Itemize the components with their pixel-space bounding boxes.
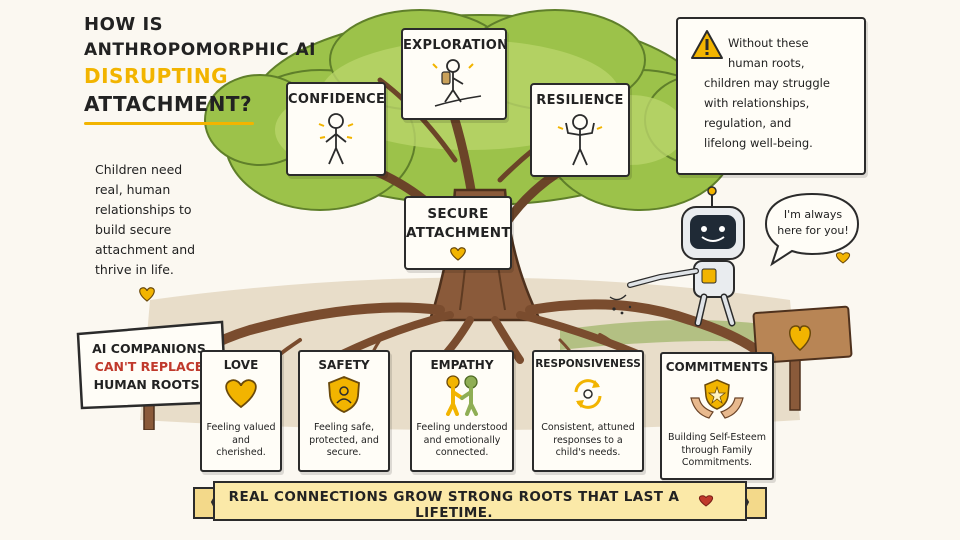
root-desc-line: child's needs. [555,447,621,458]
root-card-safety: SAFETY Feeling safe, protected, and secu… [298,350,390,472]
warning-line: human roots, [728,56,805,70]
root-title: COMMITMENTS [665,360,769,374]
branch-resilience-label: RESILIENCE [536,93,624,108]
strong-person-icon [557,114,603,166]
robot-speech-line: here for you! [777,224,849,237]
two-people-icon [446,375,478,416]
root-desc: Feeling safe, protected, and secure. [304,422,384,460]
root-desc-line: Consistent, attuned [541,422,635,433]
root-desc: Consistent, attuned responses to a child… [538,422,638,460]
root-title: RESPONSIVENESS [535,358,641,370]
title-underline [84,122,254,125]
ai-sign-line-2: CAN'T REPLACE [94,359,204,374]
bottom-banner-ribbon [193,481,767,521]
speech-bubble [764,192,860,267]
robot-speech-text: I'm always here for you! [768,207,858,239]
root-desc-line: Building Self-Esteem [668,432,766,443]
robot-illustration [609,186,745,327]
ai-sign-line-1: AI COMPANIONS [92,341,206,356]
root-desc-line: connected. [435,447,489,458]
heart-icon [450,247,466,261]
robot-speech-line: I'm always [783,208,843,221]
root-desc-line: Feeling safe, [314,422,374,433]
grass-patch [560,320,800,350]
root-desc-line: Commitments. [681,457,753,468]
warning-line: children may struggle [704,76,830,90]
root-desc-line: Feeling valued [206,422,276,433]
title-line-2: ANTHROPOMORPHIC AI [84,40,317,60]
cycle-arrows-icon [574,379,602,409]
warning-panel: Without these human roots, children may … [676,17,866,175]
heart-icon [139,287,155,302]
root-desc: Feeling understood and emotionally conne… [416,422,508,460]
banner-text: REAL CONNECTIONS GROW STRONG ROOTS THAT … [228,489,680,521]
root-title: EMPATHY [430,358,494,372]
branch-exploration-panel: EXPLORATION [401,28,509,120]
trunk-label-line-2: ATTACHMENT [406,225,511,241]
warning-line: Without these [728,36,809,50]
root-desc-line: secure. [326,447,362,458]
root-desc: Building Self-Esteem through Family Comm… [666,432,768,470]
confident-person-icon [318,113,354,165]
root-card-empathy: EMPATHY Feeling understood and emotional… [410,350,514,472]
root-card-love: LOVE Feeling valued and cherished. [200,350,282,472]
secure-attachment-panel: SECURE ATTACHMENT [404,196,512,270]
branch-resilience-panel: RESILIENCE [530,83,630,177]
root-title: LOVE [223,358,259,372]
branch-exploration-label: EXPLORATION [403,38,509,53]
root-desc-line: through Family [681,444,753,456]
root-desc-line: protected, and [309,434,379,446]
intro-line: relationships to [95,202,192,217]
warning-line: with relationships, [704,96,810,110]
warning-line: regulation, and [704,116,792,130]
warning-icon [691,30,723,59]
heart-icon [225,379,257,409]
warning-line: lifelong well-being. [704,136,813,150]
intro-line: real, human [95,182,171,197]
root-title: SAFETY [318,358,370,372]
hands-shield-star-icon [690,379,744,419]
hiker-icon [432,59,482,107]
intro-line: build secure [95,222,172,237]
root-desc-line: Feeling understood [416,422,508,433]
root-desc-line: responses to a [553,434,623,446]
root-desc-line: and emotionally [423,434,501,446]
ai-sign-line-3: HUMAN ROOTS. [93,377,205,392]
root-card-responsiveness: RESPONSIVENESS Consistent, attuned respo… [532,350,644,472]
warning-text-top: Without these human roots, [728,33,809,73]
intro-line: thrive in life. [95,262,174,277]
title-line-1: HOW IS [84,14,164,35]
intro-line: attachment and [95,242,196,257]
title-line-3-highlight: DISRUPTING [84,64,228,88]
root-card-commitments: COMMITMENTS Building Self-Esteem through… [660,352,774,480]
root-desc-line: and cherished. [216,434,266,459]
root-desc: Feeling valued and cherished. [206,422,276,460]
trunk-label-line-1: SECURE [427,206,489,222]
intro-line: Children need [95,162,183,177]
heart-icon [698,495,714,507]
wooden-heart-sign [752,305,853,411]
warning-text-bottom: children may struggle with relationships… [704,73,830,153]
shield-icon [328,376,360,413]
branch-confidence-panel: CONFIDENCE [286,82,386,176]
heart-icon [835,252,851,264]
title-line-4: ATTACHMENT? [84,92,253,116]
intro-text: Children need real, human relationships … [95,160,195,280]
branch-confidence-label: CONFIDENCE [288,92,386,107]
